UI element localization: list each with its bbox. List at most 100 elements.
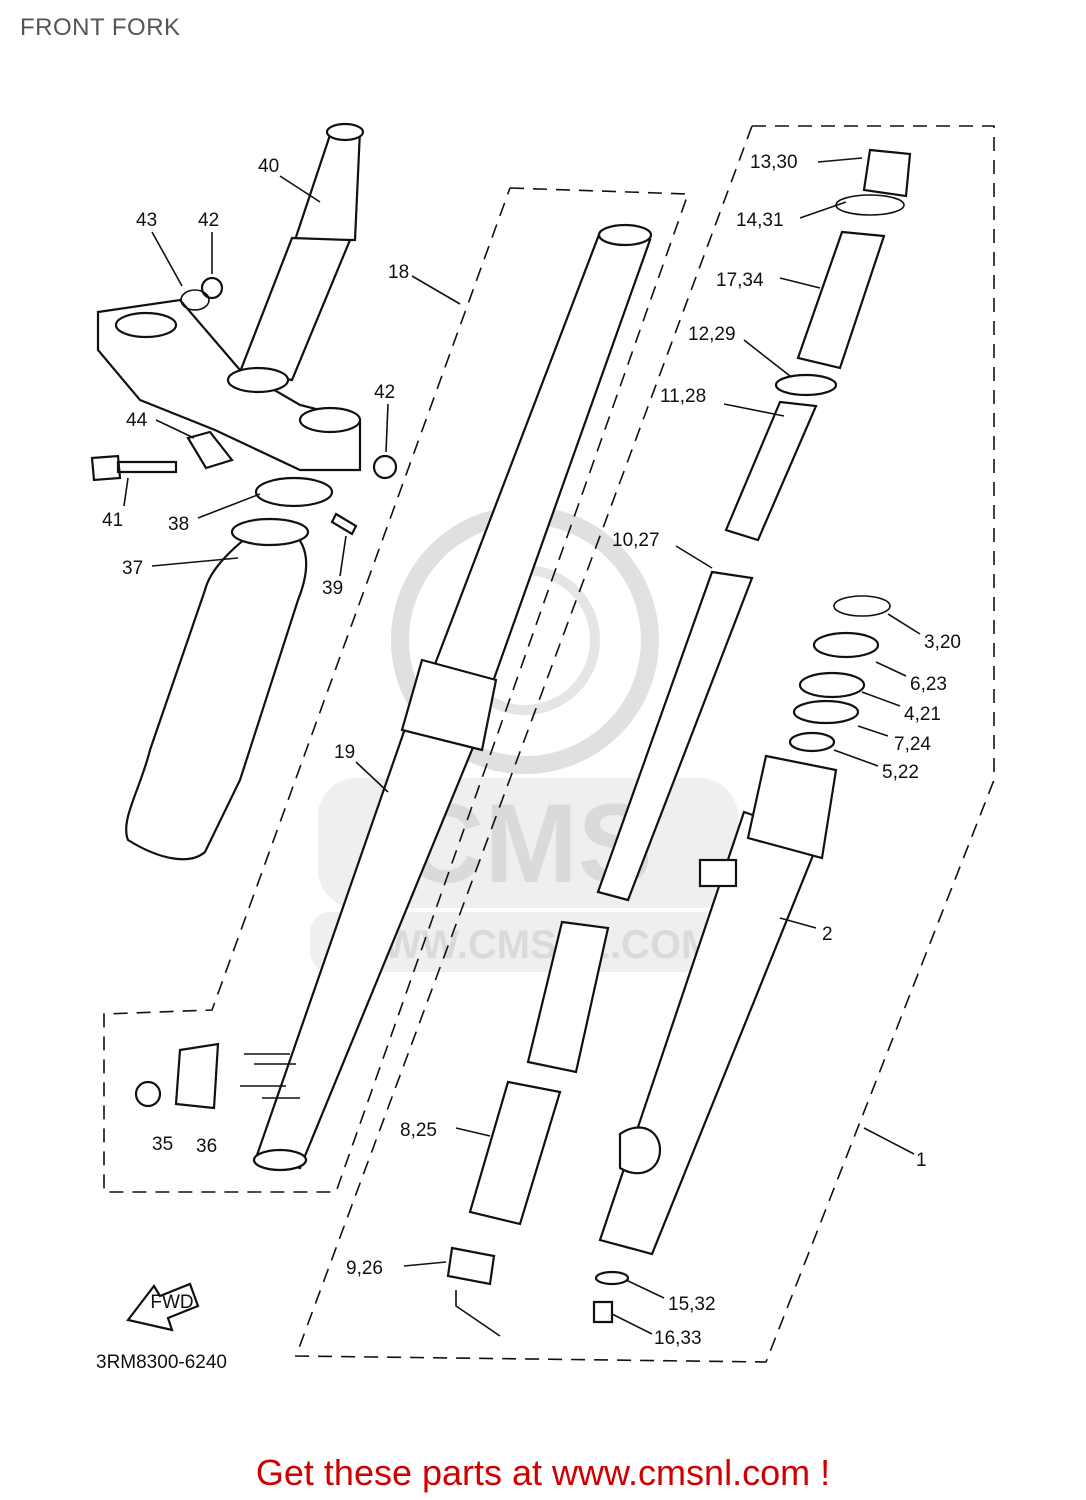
leader-16 xyxy=(611,1313,653,1335)
steering-stem-shaft xyxy=(293,128,362,242)
bushing-5 xyxy=(788,731,836,753)
callout-40: 40 xyxy=(258,156,279,177)
cylinder-8 xyxy=(526,920,610,1074)
group-outlines xyxy=(103,125,995,1363)
callout-43: 43 xyxy=(136,210,157,231)
leader-19 xyxy=(355,761,389,793)
outer-tube-group-outline xyxy=(294,125,995,1363)
steering-stem-tube xyxy=(238,236,352,382)
lower-triple-clamp xyxy=(96,298,362,472)
outer-tube-top xyxy=(746,754,838,860)
steering-stem-assembly xyxy=(90,122,398,482)
circlip-3 xyxy=(833,595,891,617)
washer-43 xyxy=(180,289,210,311)
leader-11 xyxy=(723,403,785,417)
callout-15-32: 15,32 xyxy=(668,1294,716,1315)
callout-11-28: 11,28 xyxy=(660,386,706,407)
callout-8-25: 8,25 xyxy=(400,1120,437,1141)
inner-tube-18 xyxy=(430,230,652,692)
leader-40 xyxy=(279,175,321,203)
drain-bolt-16 xyxy=(592,1300,614,1324)
band-screw-39 xyxy=(330,512,358,536)
leader-3 xyxy=(887,613,921,635)
callout-37: 37 xyxy=(122,558,143,579)
washer-7 xyxy=(792,699,860,725)
nut-42-top xyxy=(200,276,224,300)
leader-6 xyxy=(875,661,907,677)
damper-rod-10 xyxy=(596,570,754,902)
clamp-bore-right xyxy=(298,406,362,434)
callouts: 40 43 42 18 42 44 41 38 37 39 19 13,30 1… xyxy=(102,152,961,1349)
page-title: FRONT FORK xyxy=(20,14,181,41)
fwd-arrow: FWD xyxy=(126,1282,200,1332)
o-ring-14 xyxy=(835,194,905,216)
bracket-44 xyxy=(186,430,234,470)
callout-35: 35 xyxy=(152,1134,173,1155)
leader-14 xyxy=(799,201,847,219)
leader-7 xyxy=(857,725,889,737)
oil-seal-4 xyxy=(798,671,866,699)
callout-14-31: 14,31 xyxy=(736,210,784,231)
leader-37 xyxy=(151,557,239,567)
boot-band-38 xyxy=(254,476,334,508)
fwd-arrow-shape xyxy=(126,1282,200,1332)
callout-1: 1 xyxy=(916,1150,927,1171)
leader-12 xyxy=(743,339,791,377)
callout-9-26: 9,26 xyxy=(346,1258,383,1279)
leader-38 xyxy=(197,493,261,519)
leader-5 xyxy=(833,749,879,767)
leader-1 xyxy=(863,1127,915,1155)
callout-7-24: 7,24 xyxy=(894,734,931,755)
clamp-bore-left xyxy=(114,311,178,339)
outer-fork-tube xyxy=(592,595,891,1324)
leg-bottom xyxy=(252,1148,308,1172)
cap-bolt-13 xyxy=(862,148,912,198)
boot-top-ring xyxy=(230,517,310,547)
washer-15 xyxy=(594,1270,630,1286)
inner-tube-group-outline xyxy=(103,187,690,1193)
nut-42-right xyxy=(372,454,398,480)
oil-lock-piece-9 xyxy=(446,1246,496,1286)
diagram-code: 3RM8300-6240 xyxy=(96,1352,227,1373)
leader-15 xyxy=(625,1279,665,1299)
callout-4-21: 4,21 xyxy=(904,704,941,725)
fork-boot-assembly xyxy=(125,476,358,861)
leader-4 xyxy=(861,691,901,707)
leader-41 xyxy=(123,477,129,507)
leader-44 xyxy=(155,419,195,439)
spacer-17 xyxy=(796,230,886,370)
leader-42b xyxy=(385,403,389,453)
callout-10-27: 10,27 xyxy=(612,530,660,551)
dust-seal-6 xyxy=(812,631,880,659)
fork-boot-37 xyxy=(125,528,308,861)
leader-9 xyxy=(403,1261,447,1267)
parts-shop-link[interactable]: Get these parts at www.cmsnl.com ! xyxy=(255,1452,831,1493)
callout-16-33: 16,33 xyxy=(654,1328,702,1349)
cylinder-lower-8 xyxy=(468,1080,562,1226)
callout-19: 19 xyxy=(334,742,355,763)
leader-43 xyxy=(151,231,183,287)
callout-42: 42 xyxy=(198,210,219,231)
axle-holder-36 xyxy=(174,1042,220,1110)
callout-6-23: 6,23 xyxy=(910,674,947,695)
callout-42: 42 xyxy=(374,382,395,403)
guide-block xyxy=(698,858,738,888)
washer-12 xyxy=(774,373,838,397)
callout-36: 36 xyxy=(196,1136,217,1157)
callout-38: 38 xyxy=(168,514,189,535)
leader-lines xyxy=(123,157,921,1335)
callout-3-20: 3,20 xyxy=(924,632,961,653)
leader-10 xyxy=(675,545,713,569)
callout-44: 44 xyxy=(126,410,148,431)
stem-top-cap xyxy=(325,122,365,142)
leader-39 xyxy=(339,535,347,577)
nut-35 xyxy=(134,1080,162,1108)
stem-collar xyxy=(226,366,290,394)
callout-17-34: 17,34 xyxy=(716,270,764,291)
damper-assembly xyxy=(446,148,912,1337)
leader-8 xyxy=(455,1127,491,1137)
callout-13-30: 13,30 xyxy=(750,152,798,173)
leader-17 xyxy=(779,277,821,289)
inner-fork-tube xyxy=(134,223,653,1172)
